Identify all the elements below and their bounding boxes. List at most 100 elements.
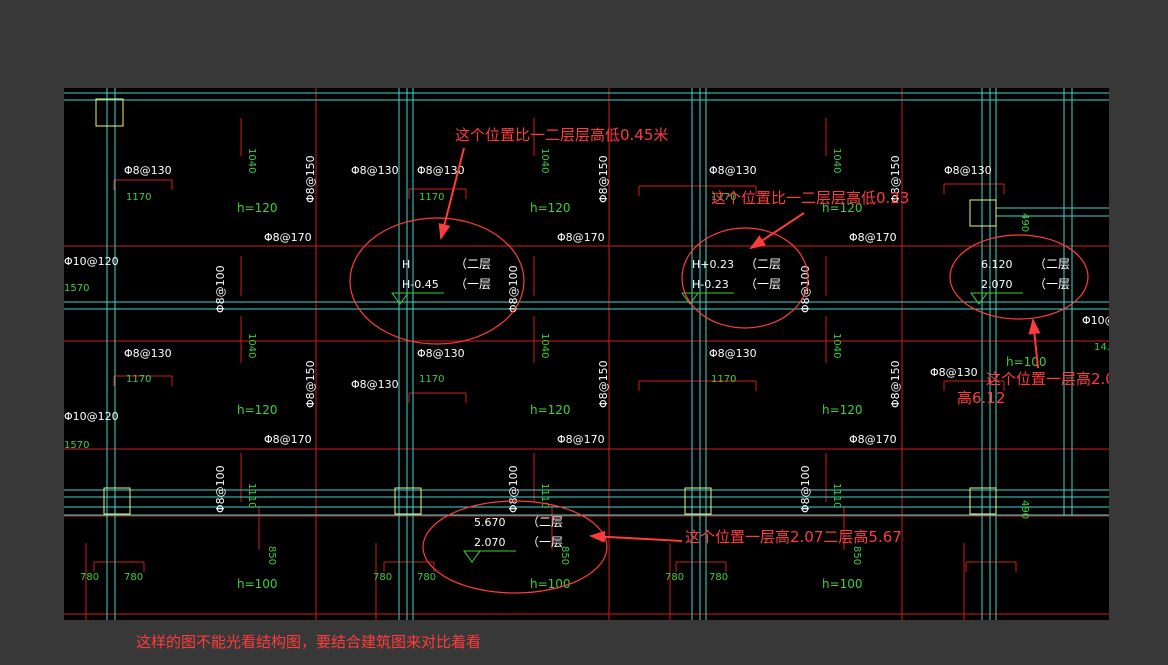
elevation-upper: 5.670 [474, 516, 506, 529]
elevation-floor-label: （一层 [455, 277, 491, 291]
rebar-label: Φ8@170 [264, 231, 312, 244]
annotation-text: 这个位置一层高2.07二层高5.67 [685, 528, 902, 546]
elevation-triangle [970, 292, 988, 305]
length-label: 780 [417, 572, 436, 583]
length-label: 1170 [711, 374, 736, 385]
elevation-lower: 2.070 [981, 278, 1013, 291]
rebar-label: Φ8@170 [557, 433, 605, 446]
rebar-label: Φ8@100 [799, 265, 812, 313]
length-label: 1040 [246, 333, 257, 358]
slab-thickness: h=120 [822, 403, 863, 417]
annotation-arrow [438, 147, 465, 240]
annotation-arrow [749, 212, 805, 250]
length-label: 1570 [64, 283, 89, 294]
elevation-upper: H+0.23 [692, 258, 734, 271]
length-label: 780 [80, 572, 99, 583]
bottom-caption: 这样的图不能光看结构图，要结合建筑图来对比着看 [136, 633, 482, 651]
column [969, 199, 997, 227]
elevation-lower: H-0.45 [402, 278, 439, 291]
rebar-label: Φ8@100 [799, 465, 812, 513]
length-label: 1040 [831, 148, 842, 173]
rebar-label: Φ10@ [1082, 314, 1109, 327]
elevation-triangle [463, 550, 481, 563]
length-label: 1170 [419, 374, 444, 385]
rebar-label: Φ8@150 [597, 360, 610, 408]
rebar-label: Φ8@130 [124, 347, 172, 360]
annotation-text: 高6.12 [957, 389, 1005, 407]
length-label: 780 [124, 572, 143, 583]
rebar-label: Φ8@130 [930, 366, 978, 379]
length-label: 780 [373, 572, 392, 583]
rebar-label: Φ8@130 [417, 347, 465, 360]
length-label: 780 [709, 572, 728, 583]
length-label: 1040 [831, 333, 842, 358]
elevation-lower: H-0.23 [692, 278, 729, 291]
length-label: 780 [665, 572, 684, 583]
length-label: 490 [1019, 500, 1030, 519]
column [394, 487, 422, 515]
rebar-label: Φ8@100 [507, 265, 520, 313]
rebar-label: Φ8@150 [597, 155, 610, 203]
annotation-arrow [589, 530, 683, 543]
rebar-label: Φ8@130 [124, 164, 172, 177]
slab-thickness: h=120 [822, 201, 863, 215]
rebar-label: Φ8@170 [557, 231, 605, 244]
elevation-triangle [681, 292, 699, 305]
length-label: 850 [851, 546, 862, 565]
rebar-label: Φ10@120 [64, 410, 119, 423]
rebar-label: Φ8@170 [849, 433, 897, 446]
column [969, 487, 997, 515]
rebar-label: Φ8@150 [304, 360, 317, 408]
elevation-upper: 6.120 [981, 258, 1013, 271]
column [103, 487, 131, 515]
slab-thickness: h=100 [530, 577, 571, 591]
length-label: 850 [559, 546, 570, 565]
rebar-label: Φ8@130 [417, 164, 465, 177]
rebar-label: Φ8@150 [889, 360, 902, 408]
elevation-floor-label: （二层 [1034, 257, 1070, 271]
length-label: 1040 [246, 148, 257, 173]
elevation-upper: H [402, 258, 410, 271]
annotation-ellipse [949, 234, 1089, 320]
rebar-label: Φ8@130 [709, 347, 757, 360]
slab-thickness: h=120 [530, 201, 571, 215]
elevation-triangle [391, 292, 409, 305]
length-label: 1110 [246, 483, 257, 508]
length-label: 1110 [831, 483, 842, 508]
slab-thickness: h=100 [822, 577, 863, 591]
rebar-label: Φ8@130 [944, 164, 992, 177]
column [95, 98, 124, 127]
rebar-label: Φ8@100 [214, 465, 227, 513]
annotation-text: 这个位置比一二层层高低0.45米 [455, 126, 668, 144]
annotation-ellipse [422, 500, 608, 594]
annotation-ellipse [681, 227, 809, 329]
length-label: 14.2 [1094, 342, 1109, 353]
elevation-lower: 2.070 [474, 536, 506, 549]
elevation-floor-label: （一层 [1034, 277, 1070, 291]
rebar-label: Φ8@150 [304, 155, 317, 203]
length-label: 490 [1019, 213, 1030, 232]
rebar-label: Φ8@130 [351, 164, 399, 177]
rebar-label: Φ8@130 [351, 378, 399, 391]
annotation-text: 这个位置比一二层层高低0.23 [711, 189, 909, 207]
structural-drawing: Φ8@1301170h=120Φ8@170Φ8@1301170h=120Φ8@1… [64, 88, 1109, 620]
slab-thickness: h=120 [237, 201, 278, 215]
column [684, 487, 712, 515]
elevation-floor-label: （二层 [527, 515, 563, 529]
elevation-floor-label: （二层 [455, 257, 491, 271]
annotation-ellipse [349, 217, 525, 345]
elevation-floor-label: （一层 [745, 277, 781, 291]
length-label: 1170 [711, 192, 736, 203]
rebar-label: Φ8@100 [507, 465, 520, 513]
rebar-label: Φ10@120 [64, 255, 119, 268]
length-label: 1170 [419, 192, 444, 203]
length-label: 1040 [539, 148, 550, 173]
length-label: 850 [266, 546, 277, 565]
length-label: 1110 [539, 483, 550, 508]
rebar-label: Φ8@170 [849, 231, 897, 244]
elevation-floor-label: （一层 [527, 535, 563, 549]
rebar-label: Φ8@150 [889, 155, 902, 203]
rebar-label: Φ8@170 [264, 433, 312, 446]
length-label: 1170 [126, 374, 151, 385]
